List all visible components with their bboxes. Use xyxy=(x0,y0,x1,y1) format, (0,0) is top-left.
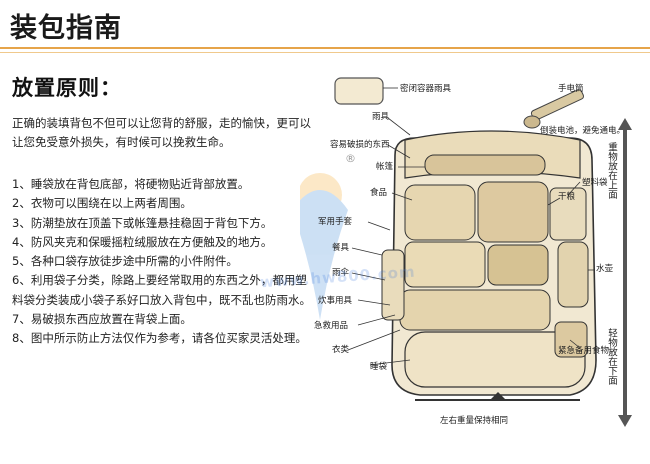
label-light-bottom: 轻物放在下面 xyxy=(606,328,617,385)
rule-item: 4、防风夹克和保暖摇粒绒服放在方便触及的地方。 xyxy=(12,234,273,249)
label-sealed-container: 密闭容器雨具 xyxy=(400,84,452,94)
packing-rules-list: 1、睡袋放在背包底部，将硬物贴近背部放置。 2、衣物可以围绕在以上两者周围。 3… xyxy=(12,175,312,349)
label-umbrella: 雨伞 xyxy=(332,268,350,278)
label-first-aid: 急救用品 xyxy=(314,321,349,331)
flashlight-drawing xyxy=(523,89,585,129)
rule-item: 7、易破损东西应放置在背袋上面。 xyxy=(12,312,192,327)
label-flashlight: 手电筒 xyxy=(558,84,584,94)
rule-item: 3、防潮垫放在顶盖下或帐篷悬挂稳固于背包下方。 xyxy=(12,215,273,230)
registered-mark: ® xyxy=(345,152,356,165)
backpack-illustration xyxy=(292,77,632,427)
label-clothes: 衣类 xyxy=(332,345,350,355)
intro-paragraph: 正确的装填背包不但可以让您背的舒服，走的愉快，更可以让您免受意外损失，有时候可以… xyxy=(12,116,311,149)
label-fragile: 容易破损的东西 xyxy=(330,140,390,150)
label-food: 食品 xyxy=(370,188,388,198)
label-rain-gear: 雨具 xyxy=(372,112,390,122)
label-sleeping-bag: 睡袋 xyxy=(370,362,388,372)
label-balance-note: 左右重量保持相同 xyxy=(440,416,509,426)
label-tent: 帐篷 xyxy=(376,162,394,172)
label-dry-food: 干粮 xyxy=(558,192,576,202)
rule-item: 1、睡袋放在背包底部，将硬物贴近背部放置。 xyxy=(12,177,250,191)
rule-item: 2、衣物可以围绕在以上两者周围。 xyxy=(12,196,192,211)
section-heading: 放置原则： xyxy=(12,76,122,100)
label-plastic-bag: 塑料袋 xyxy=(582,178,608,188)
rule-item: 6、利用袋子分类，除路上要经常取用的东西之外，都用塑料袋分类装成小袋子系好口放入… xyxy=(12,273,311,307)
page-title: 装包指南 xyxy=(10,13,122,44)
backpack-diagram: 密闭容器雨具 手电筒 雨具 倒装电池，避免通电。 容易破损的东西 帐篷 食品 塑… xyxy=(292,60,650,460)
title-underline xyxy=(0,47,650,49)
label-battery-note: 倒装电池，避免通电。 xyxy=(540,126,626,136)
label-army-gloves: 军用手套 xyxy=(318,217,353,227)
rule-item: 5、各种口袋存放徒步途中所需的小件附件。 xyxy=(12,254,238,269)
label-heavy-top: 重物放在上面 xyxy=(606,142,617,199)
logo-watermark xyxy=(292,173,348,320)
label-water-bottle: 水壶 xyxy=(596,264,614,274)
title-underline-light xyxy=(0,52,650,53)
label-cooking-gear: 炊事用具 xyxy=(318,296,353,306)
label-emergency-food: 紧急备用食物。 xyxy=(558,346,618,356)
label-utensils: 餐具 xyxy=(332,243,350,253)
rule-item: 8、图中所示防止方法仅作为参考，请各位买家灵活处理。 xyxy=(12,331,307,346)
